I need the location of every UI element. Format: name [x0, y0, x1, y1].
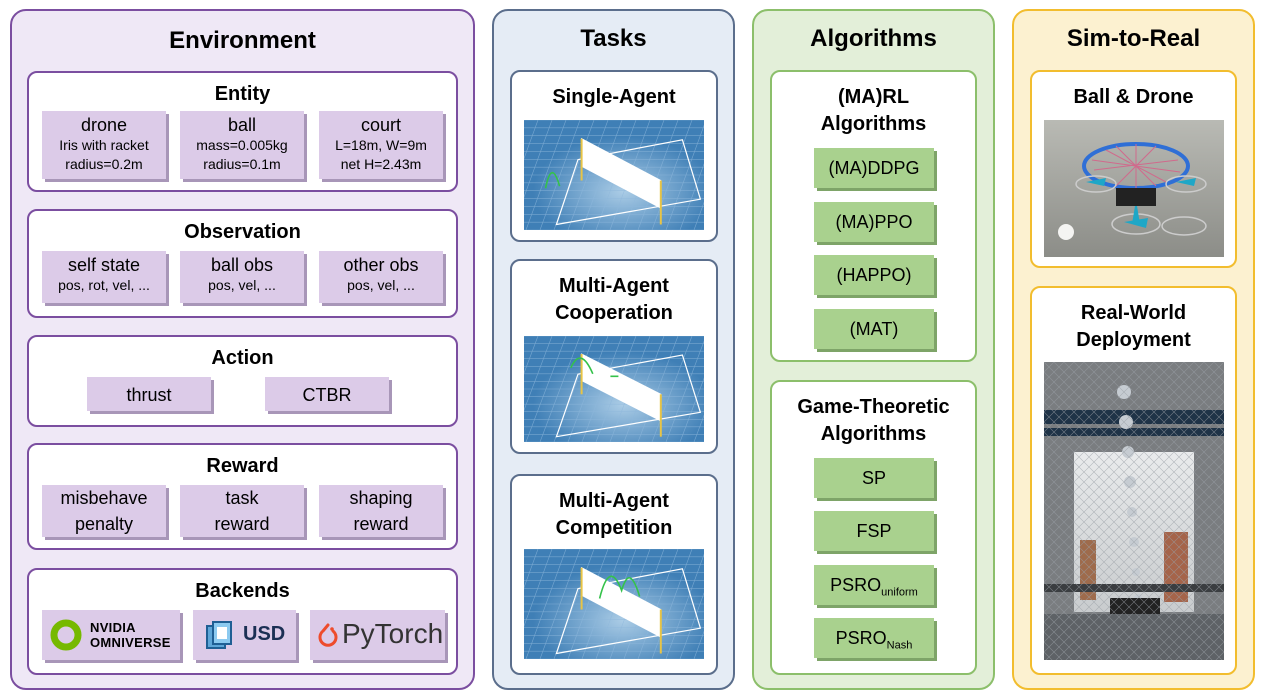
pytorch-flame-icon	[318, 623, 338, 647]
algo-fsp: FSP	[814, 511, 934, 551]
algo-psro-uniform: PSROuniform	[814, 565, 934, 605]
task-competition-title-2: Competition	[555, 517, 673, 539]
observation-self-state-label: self state	[67, 255, 141, 275]
observation-title: Observation	[184, 221, 301, 243]
reward-shaping-line-1: shaping	[349, 488, 413, 508]
nvidia-text: NVIDIA	[90, 620, 136, 635]
reward-shaping-line-2: reward	[353, 514, 409, 534]
observation-other-obs: other obs pos, vel, ...	[319, 251, 443, 303]
entity-ball-detail-2: radius=0.1m	[203, 156, 281, 172]
reward-title: Reward	[206, 455, 279, 477]
environment-title: Environment	[169, 27, 316, 54]
usd-logo: USD	[193, 610, 296, 660]
entity-court-detail-1: L=18m, W=9m	[335, 137, 427, 153]
psro-uniform-sub: uniform	[881, 586, 918, 599]
nvidia-omniverse-logo: NVIDIA OMNIVERSE	[42, 610, 180, 660]
algo-psro-nash: PSRONash	[814, 618, 934, 658]
rl-algorithms-title-2: Algorithms	[820, 113, 927, 135]
entity-ball-detail-1: mass=0.005kg	[196, 137, 288, 153]
deployment-title-1: Real-World	[1080, 302, 1187, 324]
psro-nash-sub: Nash	[886, 639, 913, 652]
entity-drone-detail-2: radius=0.2m	[65, 156, 143, 172]
entity-court-detail-2: net H=2.43m	[340, 156, 422, 172]
ball-drone-title: Ball & Drone	[1073, 86, 1194, 108]
entity-drone-label: drone	[80, 115, 128, 135]
sim2real-title: Sim-to-Real	[1066, 25, 1201, 52]
ball-drone-photo	[1044, 120, 1224, 257]
cooperation-sim-image	[524, 336, 704, 442]
game-theoretic-title-1: Game-Theoretic	[797, 396, 950, 418]
entity-court: court L=18m, W=9m net H=2.43m	[319, 111, 443, 179]
observation-self-state: self state pos, rot, vel, ...	[42, 251, 166, 303]
action-thrust: thrust	[87, 377, 211, 411]
backends-title: Backends	[195, 580, 290, 602]
action-ctbr: CTBR	[265, 377, 389, 411]
tasks-title: Tasks	[580, 25, 647, 52]
observation-ball-obs-label: ball obs	[210, 255, 274, 275]
observation-other-obs-label: other obs	[343, 255, 419, 275]
omniverse-text: OMNIVERSE	[90, 635, 171, 650]
deployment-title-2: Deployment	[1076, 329, 1191, 351]
rl-algorithms-title-1: (MA)RL	[837, 86, 910, 108]
reward-misbehave-penalty: misbehave penalty	[42, 485, 166, 537]
algo-mappo: (MA)PPO	[814, 202, 934, 242]
entity-ball-label: ball	[227, 115, 257, 135]
action-ctbr-label: CTBR	[302, 385, 352, 405]
usd-text: USD	[243, 623, 286, 645]
reward-task-line-2: reward	[214, 514, 270, 534]
task-cooperation-title-1: Multi-Agent	[559, 275, 669, 297]
algorithms-title: Algorithms	[810, 25, 937, 52]
algo-happo: (HAPPO)	[814, 255, 934, 295]
observation-other-obs-detail: pos, vel, ...	[347, 277, 415, 293]
action-title: Action	[211, 347, 274, 369]
single-agent-sim-image	[524, 120, 704, 230]
algo-maddpg: (MA)DDPG	[814, 148, 934, 188]
entity-title: Entity	[214, 83, 271, 105]
deployment-photo	[1044, 362, 1224, 660]
entity-drone: drone Iris with racket radius=0.2m	[42, 111, 166, 179]
task-cooperation-title-2: Cooperation	[555, 302, 673, 324]
observation-ball-obs-detail: pos, vel, ...	[208, 277, 276, 293]
psro-nash-main: PSRO	[835, 628, 887, 648]
reward-task-line-1: task	[225, 488, 259, 508]
entity-court-label: court	[360, 115, 402, 135]
pytorch-text: PyTorch	[342, 618, 444, 649]
reward-misbehave-line-2: penalty	[74, 514, 134, 534]
reward-task-reward: task reward	[180, 485, 304, 537]
algo-mat: (MAT)	[814, 309, 934, 349]
psro-uniform-main: PSRO	[830, 575, 882, 595]
pytorch-logo: PyTorch	[310, 610, 445, 660]
omniverse-ring-icon	[50, 619, 82, 651]
entity-ball: ball mass=0.005kg radius=0.1m	[180, 111, 304, 179]
observation-ball-obs: ball obs pos, vel, ...	[180, 251, 304, 303]
reward-misbehave-line-1: misbehave	[60, 488, 148, 508]
entity-drone-detail-1: Iris with racket	[59, 137, 149, 153]
task-single-agent-title: Single-Agent	[552, 86, 676, 108]
algo-sp: SP	[814, 458, 934, 498]
game-theoretic-title-2: Algorithms	[820, 423, 927, 445]
observation-self-state-detail: pos, rot, vel, ...	[58, 277, 150, 293]
usd-cube-icon	[206, 621, 232, 649]
competition-sim-image	[524, 549, 704, 659]
task-competition-title-1: Multi-Agent	[559, 490, 669, 512]
action-thrust-label: thrust	[126, 385, 172, 405]
reward-shaping-reward: shaping reward	[319, 485, 443, 537]
